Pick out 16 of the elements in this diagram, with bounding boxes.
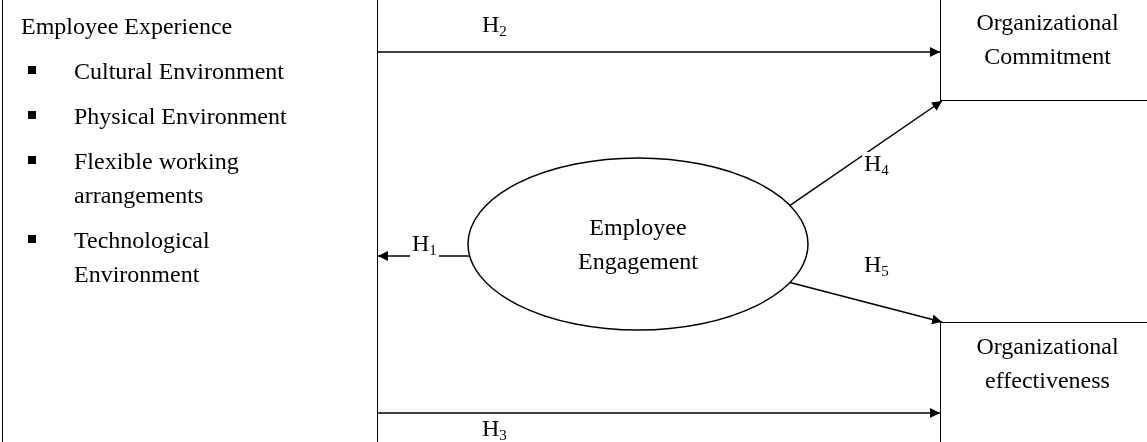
construct-box [2,0,378,442]
arrow [377,408,941,418]
node-text: Organizational effectiveness [975,332,1120,395]
list-item-text: Flexible working arrangements [74,147,240,210]
construct-box [940,0,1147,101]
ellipse-node [468,158,808,330]
arrow [789,281,943,325]
list-item-text: Technological Environment [74,226,211,289]
list-item-text: Cultural Environment [74,57,284,86]
arrow [377,47,941,57]
node-text: Organizational Commitment [975,8,1120,71]
node-heading: Employee Experience [21,12,233,41]
list-item-text: Physical Environment [74,102,287,131]
arrow [789,100,943,207]
node-text: Employee Engagement [577,213,699,276]
construct-box [940,322,1147,442]
